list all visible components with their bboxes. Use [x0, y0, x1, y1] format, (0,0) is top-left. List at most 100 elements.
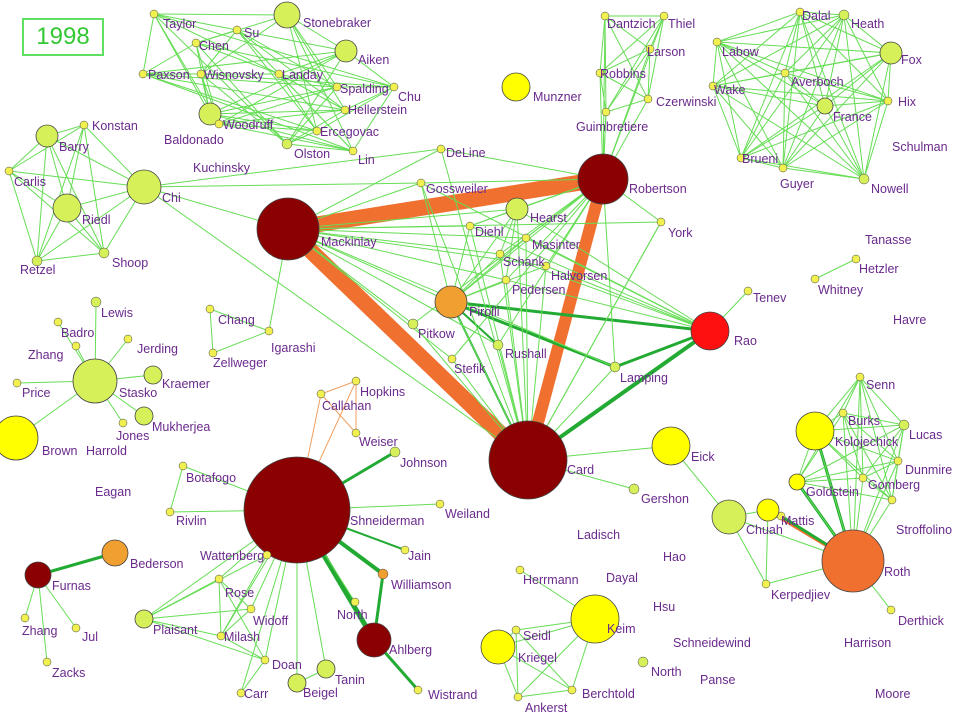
node-rushall[interactable] [492, 339, 504, 351]
node-gomberg[interactable] [858, 473, 868, 483]
node-larson[interactable] [645, 44, 655, 54]
node-jerding[interactable] [123, 334, 133, 344]
node-lin[interactable] [348, 146, 358, 156]
node-woodruff[interactable] [214, 119, 224, 129]
node-wistrand[interactable] [413, 685, 423, 695]
node-thiel[interactable] [659, 11, 669, 21]
node-mackinlay[interactable] [256, 197, 320, 261]
node-retzel[interactable] [31, 255, 43, 267]
node-mukherjea[interactable] [134, 406, 154, 426]
node-williamson[interactable] [377, 568, 389, 580]
node-eick[interactable] [651, 426, 691, 466]
node-weiland[interactable] [435, 499, 445, 509]
node-kriegel[interactable] [480, 629, 516, 665]
node-taylor[interactable] [149, 9, 159, 19]
node-north2[interactable] [637, 656, 649, 668]
node-wisnovsky[interactable] [196, 69, 206, 79]
node-stefik[interactable] [447, 354, 457, 364]
node-berchtold[interactable] [567, 685, 577, 695]
node-milash[interactable] [216, 631, 226, 641]
node-konstan[interactable] [79, 120, 89, 130]
node-badro[interactable] [53, 317, 63, 327]
node-jul[interactable] [71, 623, 81, 633]
node-zhang2[interactable] [20, 613, 30, 623]
node-lamping[interactable] [609, 361, 621, 373]
node-ercegovac[interactable] [312, 126, 322, 136]
node-schank[interactable] [495, 249, 505, 259]
node-derthick[interactable] [886, 605, 896, 615]
node-halvorsen[interactable] [541, 261, 551, 271]
node-diehl[interactable] [465, 221, 475, 231]
node-plaisant[interactable] [134, 609, 154, 629]
node-czerwinski[interactable] [643, 94, 653, 104]
node-stroffolino[interactable] [887, 495, 897, 505]
node-munzner[interactable] [501, 72, 531, 102]
node-ankerst[interactable] [513, 692, 523, 702]
node-lewis[interactable] [90, 296, 102, 308]
node-olston[interactable] [281, 138, 293, 150]
node-spalding[interactable] [332, 82, 342, 92]
node-fox[interactable] [879, 41, 903, 65]
node-senn[interactable] [855, 372, 865, 382]
node-price[interactable] [12, 378, 22, 388]
node-robbins[interactable] [595, 68, 605, 78]
node-wake[interactable] [708, 81, 718, 91]
node-kerpedjiev[interactable] [761, 579, 771, 589]
node-brueni[interactable] [736, 153, 746, 163]
node-whitney[interactable] [810, 274, 820, 284]
node-zhang[interactable] [71, 341, 81, 351]
node-chuah_big[interactable] [711, 499, 747, 535]
node-deline[interactable] [436, 144, 446, 154]
node-goldstein[interactable] [788, 473, 806, 491]
node-card[interactable] [488, 420, 568, 500]
node-shoop[interactable] [98, 247, 110, 259]
node-guyer[interactable] [778, 163, 788, 173]
node-dunmire[interactable] [893, 456, 903, 466]
node-beigel[interactable] [287, 673, 307, 693]
node-tenev[interactable] [743, 286, 753, 296]
node-weiser[interactable] [351, 428, 361, 438]
node-jones[interactable] [118, 418, 128, 428]
node-chen[interactable] [191, 38, 201, 48]
node-paxson[interactable] [138, 69, 148, 79]
node-kraemer[interactable] [143, 365, 163, 385]
node-kolojechick[interactable] [795, 411, 835, 451]
node-callahan[interactable] [316, 389, 326, 399]
node-rose[interactable] [214, 574, 224, 584]
node-barry[interactable] [35, 124, 59, 148]
node-rivlin[interactable] [165, 507, 175, 517]
node-ahlberg[interactable] [356, 622, 392, 658]
node-stasko[interactable] [72, 358, 118, 404]
node-aiken[interactable] [334, 39, 358, 63]
node-chi[interactable] [126, 169, 162, 205]
node-johnson[interactable] [389, 446, 401, 458]
node-chuah[interactable] [756, 498, 780, 522]
node-pitkow[interactable] [407, 318, 419, 330]
node-botafogo[interactable] [178, 461, 188, 471]
node-pedersen[interactable] [501, 275, 511, 285]
node-doan[interactable] [260, 655, 270, 665]
node-carlis[interactable] [4, 166, 14, 176]
node-roth[interactable] [821, 529, 885, 593]
node-chang[interactable] [205, 304, 215, 314]
node-hellerstein[interactable] [340, 105, 350, 115]
node-carr[interactable] [236, 688, 246, 698]
node-masinter[interactable] [521, 233, 531, 243]
node-jain[interactable] [400, 545, 410, 555]
node-keim[interactable] [570, 594, 620, 644]
node-zacks[interactable] [42, 657, 52, 667]
node-baldonado[interactable] [198, 102, 222, 126]
node-widoff[interactable] [246, 604, 256, 614]
node-herrmann[interactable] [515, 565, 525, 575]
node-stonebraker[interactable] [273, 1, 301, 29]
node-hearst[interactable] [505, 197, 529, 221]
node-chu[interactable] [389, 82, 399, 92]
node-dantzich[interactable] [600, 11, 610, 21]
node-su[interactable] [232, 25, 242, 35]
node-york[interactable] [656, 217, 666, 227]
node-france[interactable] [816, 97, 834, 115]
node-furnas[interactable] [24, 561, 52, 589]
node-shneiderman[interactable] [243, 456, 351, 564]
node-heath[interactable] [838, 9, 850, 21]
node-zellweger[interactable] [208, 348, 218, 358]
